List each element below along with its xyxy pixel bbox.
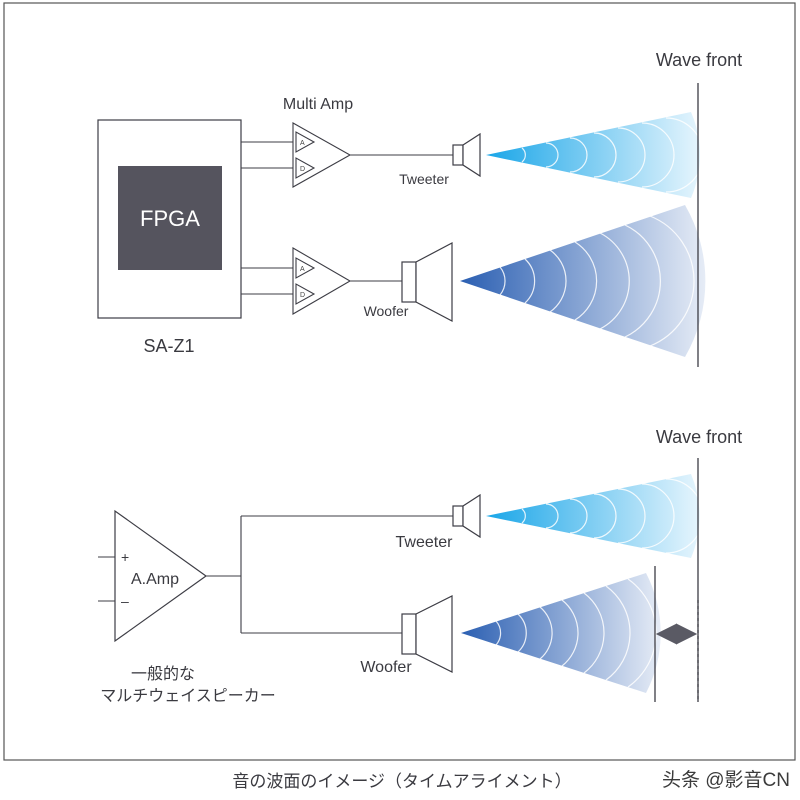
amp-channel-d-label: D: [300, 166, 305, 173]
woofer-speaker-icon: [401, 595, 453, 673]
amp-label: A.Amp: [131, 571, 179, 588]
woofer-wave-arcs: [499, 215, 695, 347]
woofer-wave-cone: [460, 205, 706, 357]
device-label: SA-Z1: [143, 336, 194, 356]
fpga-label: FPGA: [140, 206, 200, 231]
tweeter-wave-cone: [486, 112, 700, 198]
system-label-line1: 一般的な: [131, 665, 195, 683]
amp-plus-sign: +: [121, 549, 129, 565]
tweeter-wave-cone: [486, 474, 700, 558]
watermark: 头条 @影音CN: [662, 769, 790, 791]
tweeter-speaker-icon: [452, 493, 481, 539]
multi-amp-label: Multi Amp: [283, 96, 353, 113]
amp-channel-d-label: D: [300, 292, 305, 299]
woofer-label: Woofer: [360, 659, 412, 676]
system-label-line2: マルチウェイスピーカー: [100, 687, 276, 705]
woofer-wave-cone: [461, 573, 661, 693]
amp-channel-a-label: A: [300, 266, 305, 273]
top-panel: FPGA SA-Z1 Multi Amp A D A D: [97, 50, 742, 367]
outer-frame: [3, 2, 796, 761]
tweeter-label: Tweeter: [396, 534, 454, 551]
wavefront-label: Wave front: [656, 427, 742, 447]
tweeter-label: Tweeter: [399, 171, 449, 187]
woofer-speaker-icon: [401, 242, 453, 322]
amp-minus-sign: –: [121, 593, 129, 609]
tweeter-wave-arcs: [521, 117, 704, 193]
amp-channel-a-label: A: [300, 140, 305, 147]
tweeter-speaker-icon: [452, 132, 481, 178]
wavefront-label: Wave front: [656, 50, 742, 70]
analog-amp: [114, 509, 208, 643]
figure-caption: 音の波面のイメージ（タイムアライメント）: [232, 772, 571, 791]
woofer-multi-amp: [241, 247, 402, 315]
fpga-chip: [118, 166, 222, 270]
tweeter-wave-arcs: [521, 478, 704, 554]
tweeter-multi-amp: [241, 122, 453, 188]
woofer-label: Woofer: [364, 303, 409, 319]
bottom-panel: + – A.Amp Tweeter Woofer: [98, 427, 742, 705]
bottom-wiring: [206, 515, 453, 634]
